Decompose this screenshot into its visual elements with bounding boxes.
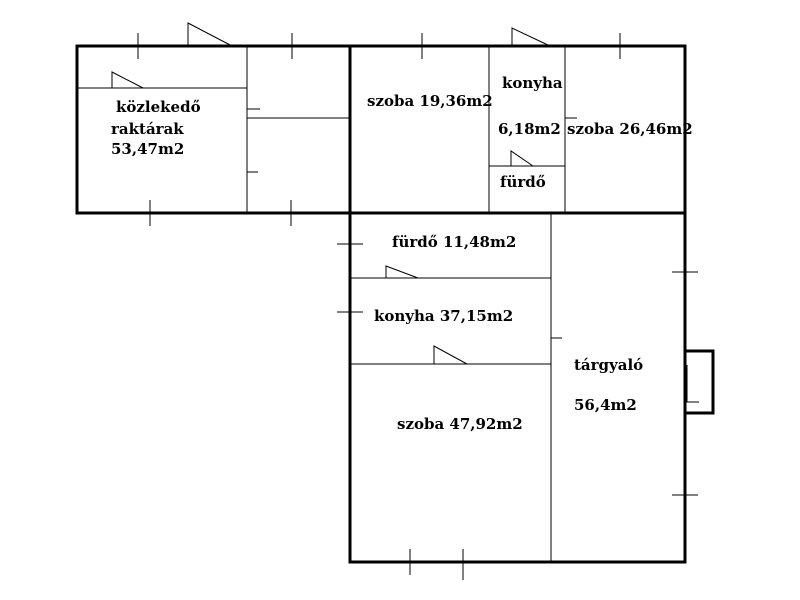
room-name-furdo-1: fürdő (500, 173, 546, 191)
window-marks (137, 33, 698, 580)
room-area-kozlekedo: 53,47m2 (111, 140, 184, 158)
door-marks (111, 22, 699, 403)
room-name-raktarak: raktárak (111, 120, 184, 138)
room-label-szoba-1: szoba 19,36m2 (367, 92, 493, 110)
room-name-targyalo: tárgyaló (574, 356, 643, 374)
balcony (683, 349, 715, 415)
room-area-konyha-1: 6,18m2 (498, 120, 561, 138)
room-name-kozlekedo: közlekedő (116, 98, 201, 116)
room-area-targyalo: 56,4m2 (574, 396, 637, 414)
room-label-konyha-2: konyha 37,15m2 (374, 307, 513, 325)
room-label-szoba-2: szoba 26,46m2 (567, 120, 693, 138)
room-name-konyha-1: konyha (502, 74, 563, 92)
room-label-furdo-2: fürdő 11,48m2 (392, 233, 516, 251)
interior-walls (78, 47, 566, 561)
room-label-szoba-3: szoba 47,92m2 (397, 415, 523, 433)
